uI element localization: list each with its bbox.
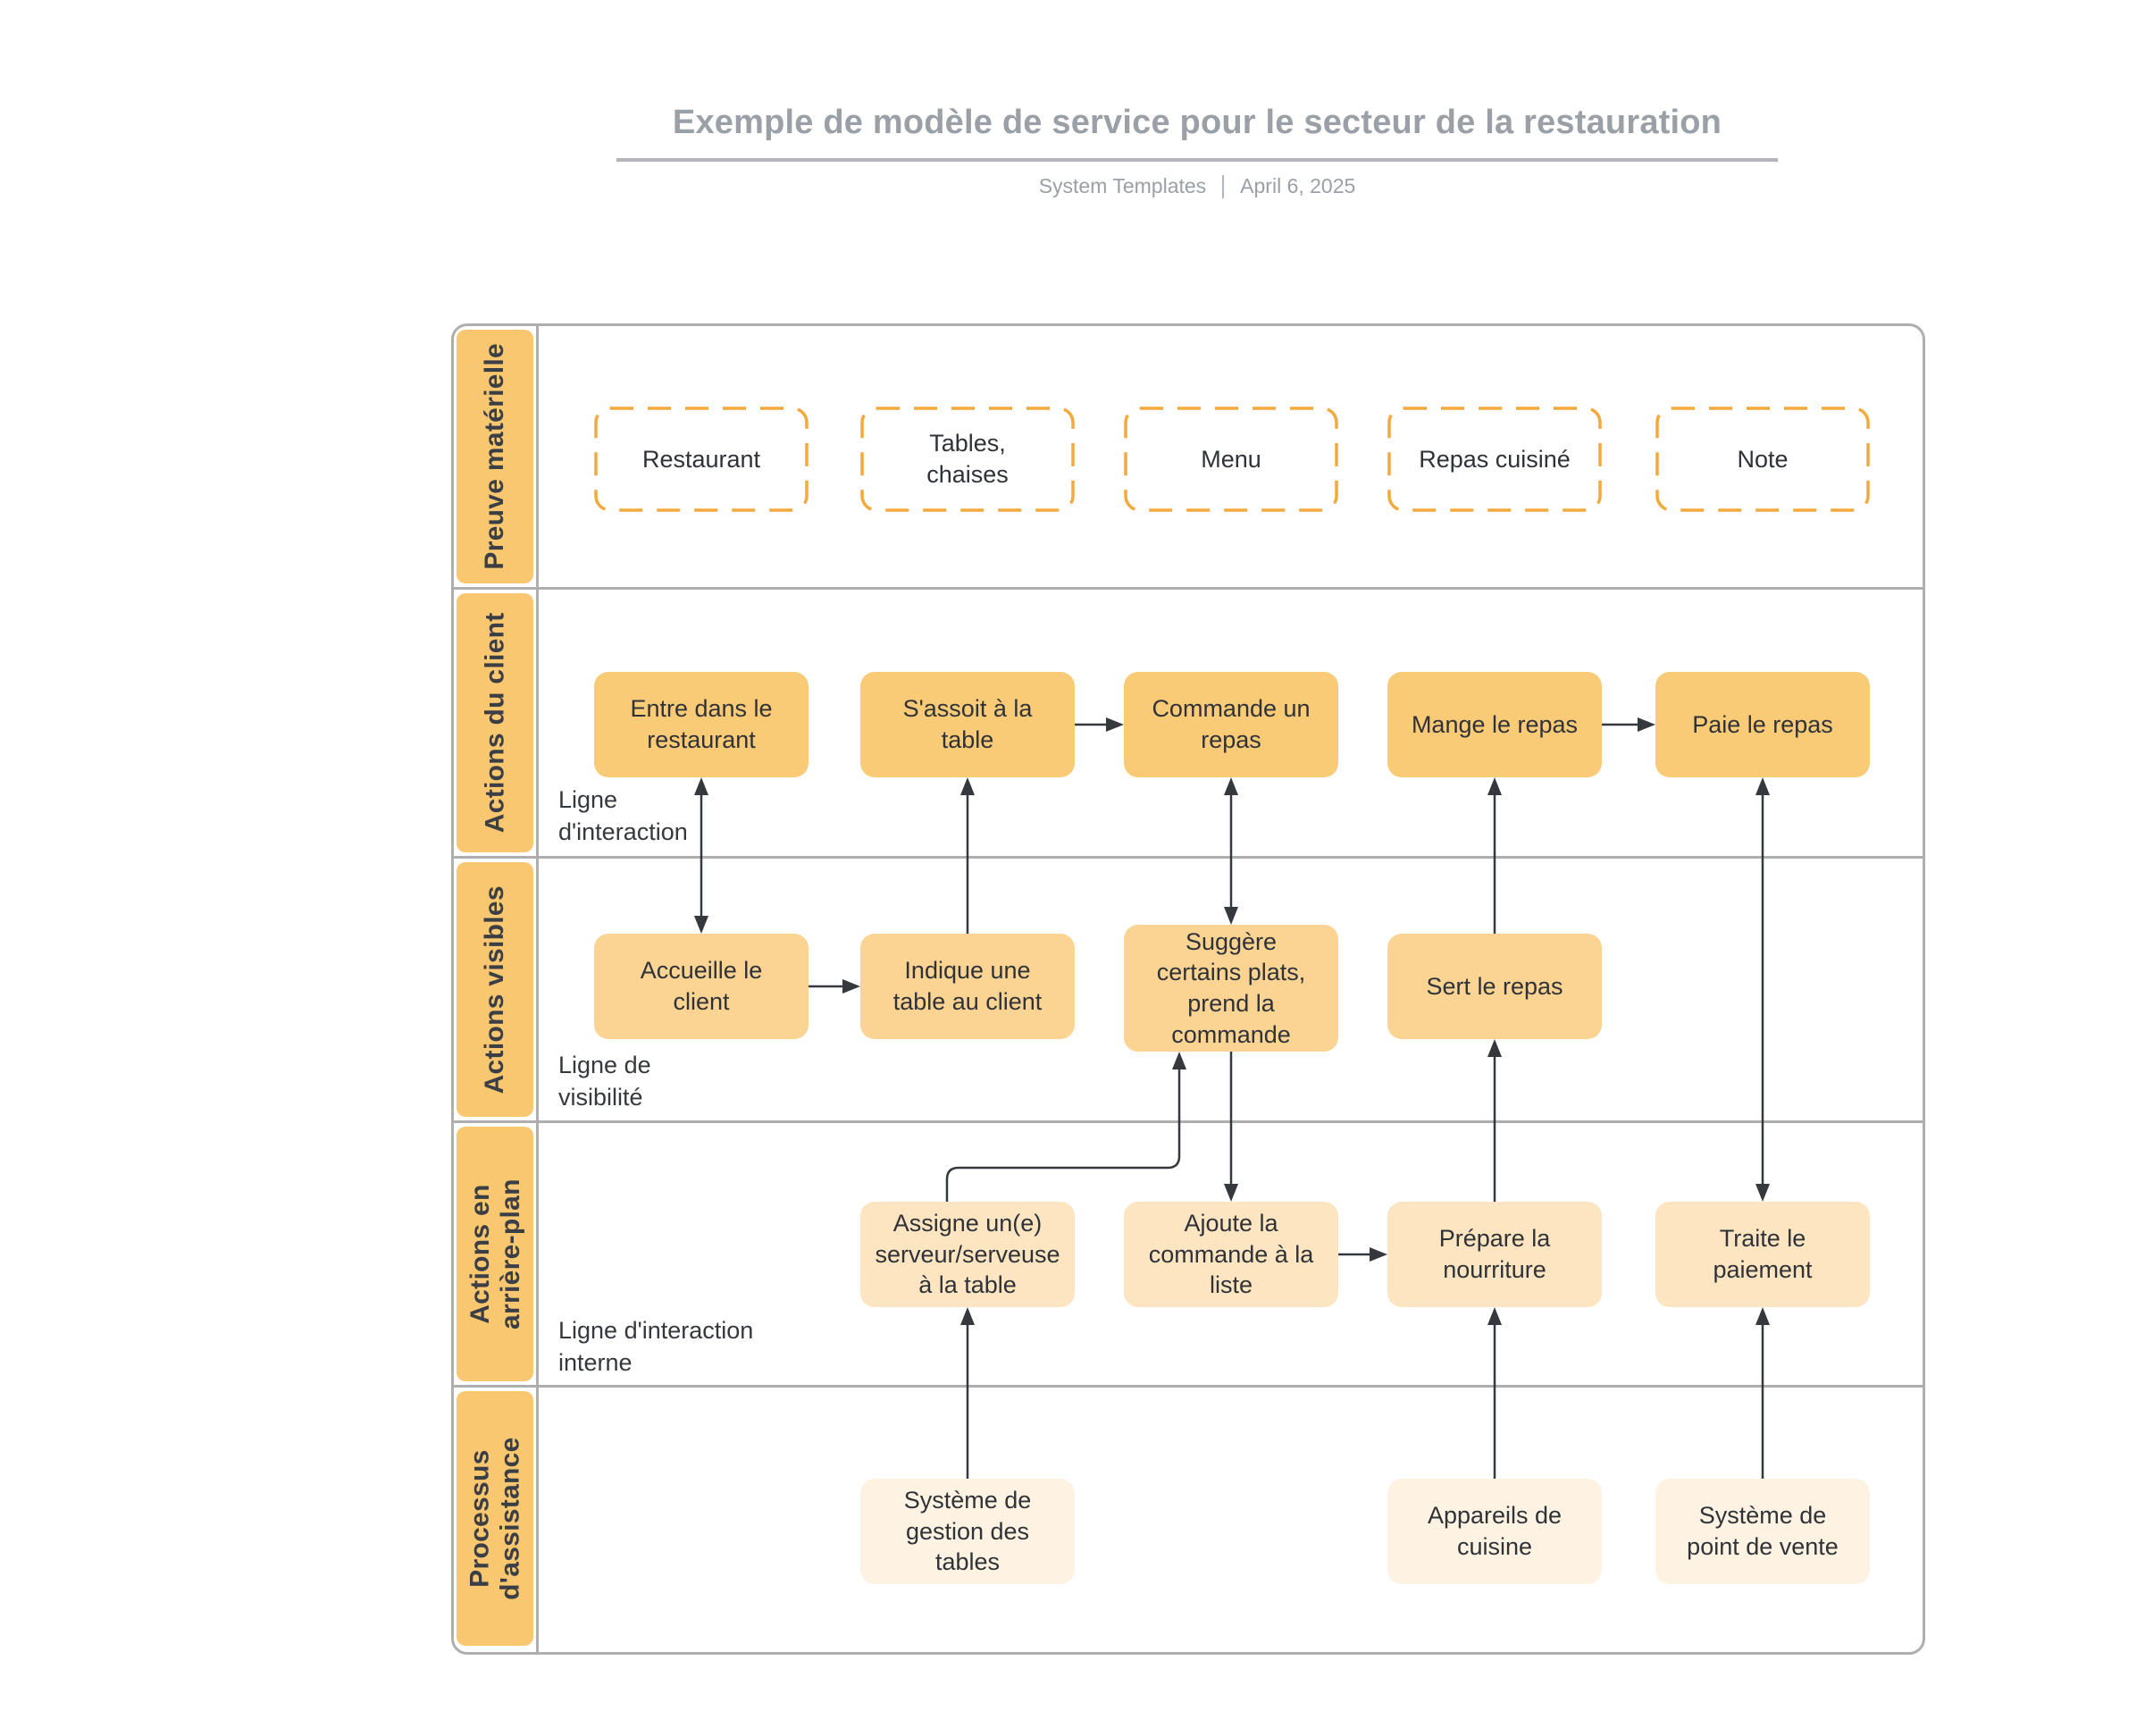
node-sassoit: S'assoit à la table [860, 672, 1075, 777]
lane-header-backstage: Actions en arrière-plan [457, 1127, 533, 1381]
node-label: Ajoute la commande à la liste [1148, 1210, 1314, 1299]
lane-header-customer: Actions du client [457, 593, 533, 852]
node-sys_pdv: Système de point de vente [1655, 1479, 1870, 1584]
dashed-outline [860, 407, 1075, 512]
node-tables: Tables, chaises [860, 407, 1075, 512]
node-sys_tables: Système de gestion des tables [860, 1479, 1075, 1584]
node-label: Appareils de cuisine [1427, 1502, 1563, 1560]
node-paie: Paie le repas [1655, 672, 1870, 777]
node-repas_cuisine: Repas cuisiné [1387, 407, 1602, 512]
node-label: Entre dans le restaurant [630, 695, 773, 753]
dashed-outline [1124, 407, 1338, 512]
node-label: Assigne un(e) serveur/serveuse à la tabl… [875, 1210, 1060, 1299]
title-block: Exemple de modèle de service pour le sec… [616, 104, 1778, 198]
node-traite: Traite le paiement [1655, 1202, 1870, 1307]
node-label: Tables, chaises [926, 430, 1009, 488]
node-sert: Sert le repas [1387, 934, 1602, 1039]
node-assigne: Assigne un(e) serveur/serveuse à la tabl… [860, 1202, 1075, 1307]
subtitle-source: System Templates [1038, 174, 1207, 197]
node-label: Paie le repas [1692, 710, 1833, 738]
node-label: Système de point de vente [1687, 1502, 1839, 1560]
node-menu: Menu [1124, 407, 1338, 512]
lane-header-label: Actions visibles [480, 885, 510, 1094]
node-appareils: Appareils de cuisine [1387, 1479, 1602, 1584]
lane-header-label: Preuve matérielle [480, 343, 510, 570]
lane-header-evidence: Preuve matérielle [457, 330, 533, 583]
lane-header-label: Actions du client [480, 612, 510, 834]
node-label: Indique une table au client [892, 957, 1043, 1015]
node-label: Prépare la nourriture [1438, 1225, 1551, 1283]
node-label: S'assoit à la table [902, 695, 1033, 753]
lane-header-label: Processus d'assistance [465, 1437, 525, 1600]
subtitle-date: April 6, 2025 [1240, 174, 1356, 197]
line-label-visibility: Ligne de visibilité [558, 1052, 651, 1111]
node-ajoute: Ajoute la commande à la liste [1124, 1202, 1338, 1307]
node-entre: Entre dans le restaurant [594, 672, 809, 777]
lane-header-support: Processus d'assistance [457, 1391, 533, 1646]
node-indique: Indique une table au client [860, 934, 1075, 1039]
node-label: Restaurant [641, 445, 761, 473]
dashed-outline [594, 407, 809, 512]
node-label: Repas cuisiné [1419, 445, 1571, 473]
node-label: Commande un repas [1152, 695, 1311, 753]
node-label: Sert le repas [1426, 972, 1563, 1000]
node-mange: Mange le repas [1387, 672, 1602, 777]
dashed-outline [1655, 407, 1870, 512]
node-prepare: Prépare la nourriture [1387, 1202, 1602, 1307]
dashed-outline [1387, 407, 1602, 512]
subtitle-divider [1222, 174, 1225, 198]
lane-row-evidence [454, 326, 1923, 590]
lane-header-onstage: Actions visibles [457, 862, 533, 1117]
node-accueille: Accueille le client [594, 934, 809, 1039]
page-title: Exemple de modèle de service pour le sec… [616, 104, 1778, 162]
line-label-interaction: Ligne d'interaction [558, 786, 688, 845]
node-label: Note [1737, 445, 1789, 473]
line-label-internal: Ligne d'interaction interne [558, 1317, 754, 1376]
node-suggere: Suggère certains plats, prend la command… [1124, 925, 1338, 1052]
node-commande: Commande un repas [1124, 672, 1338, 777]
lane-header-label: Actions en arrière-plan [465, 1178, 524, 1329]
node-label: Accueille le client [640, 957, 763, 1015]
node-label: Suggère certains plats, prend la command… [1156, 927, 1306, 1048]
node-restaurant: Restaurant [594, 407, 809, 512]
subtitle: System Templates April 6, 2025 [616, 174, 1778, 198]
lane-row-customer [454, 590, 1923, 859]
node-label: Mange le repas [1411, 710, 1579, 738]
node-label: Système de gestion des tables [903, 1487, 1032, 1576]
node-note: Note [1655, 407, 1870, 512]
node-label: Menu [1201, 445, 1261, 473]
node-label: Traite le paiement [1713, 1225, 1813, 1283]
lane-row-onstage [454, 859, 1923, 1123]
lane-row-backstage [454, 1123, 1923, 1388]
lane-header-divider [536, 326, 539, 1652]
